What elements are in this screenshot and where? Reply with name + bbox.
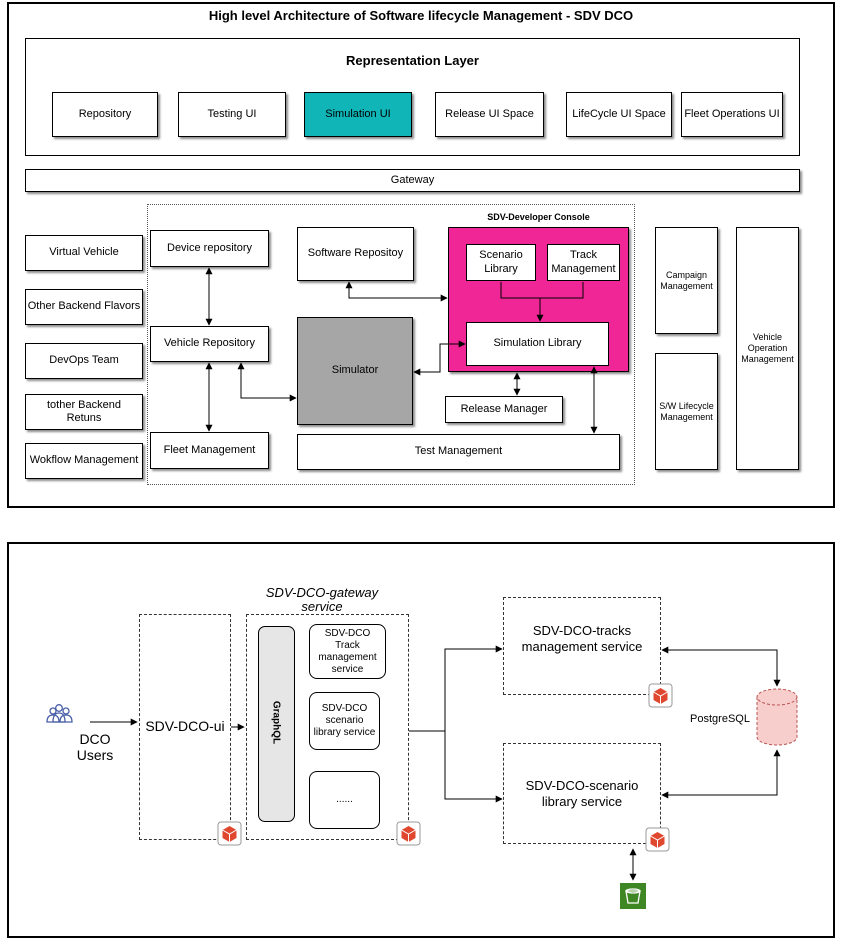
scenario-service-container xyxy=(503,743,661,844)
fleet-management-box: Fleet Management xyxy=(150,432,269,469)
lifecycle-ui-space-box: LifeCycle UI Space xyxy=(566,92,672,137)
simulation-ui-box: Simulation UI xyxy=(304,92,412,137)
gateway-scenario-arrow xyxy=(444,731,503,803)
software-console-arrow xyxy=(345,281,448,302)
simulator-simlib-arrow xyxy=(413,340,466,376)
bucket-icon xyxy=(620,883,646,909)
vehicle-simulator-arrow xyxy=(237,362,297,402)
track-management-box: Track Management xyxy=(547,244,620,281)
vehicle-repository-box: Vehicle Repository xyxy=(150,326,269,362)
sw-lifecycle-management-box: S/W Lifecycle Management xyxy=(655,353,718,470)
package-icon-gateway xyxy=(396,821,421,846)
package-icon-scenario xyxy=(645,827,670,852)
vehicle-operation-management-box: Vehicle Operation Management xyxy=(736,227,799,470)
scenario-db-arrow xyxy=(661,749,781,799)
package-icon-ui xyxy=(217,821,242,846)
test-management-box: Test Management xyxy=(297,434,620,470)
release-manager-box: Release Manager xyxy=(445,396,563,423)
release-ui-space-box: Release UI Space xyxy=(435,92,544,137)
postgresql-label: PostgreSQL xyxy=(690,713,750,725)
gateway-service-label: SDV-DCO-gateway service xyxy=(265,585,379,615)
scenario-library-box: Scenario Library xyxy=(466,244,536,281)
dco-ui-container xyxy=(139,614,231,840)
tracks-service-container xyxy=(503,597,661,695)
repository-ui-box: Repository xyxy=(52,92,158,137)
campaign-management-box: Campaign Management xyxy=(655,227,718,334)
package-icon-tracks xyxy=(648,683,673,708)
track-service-card: SDV-DCO Track management service xyxy=(309,624,386,679)
simulator-box: Simulator xyxy=(297,317,413,425)
scenario-service-card: SDV-DCO scenario library service xyxy=(309,692,380,750)
virtual-vehicle-box: Virtual Vehicle xyxy=(25,235,143,271)
architecture-title: High level Architecture of Software life… xyxy=(208,8,634,23)
dco-ui-label: SDV-DCO-ui xyxy=(145,718,225,734)
gateway-bar: Gateway xyxy=(25,169,800,192)
developer-console-title: SDV-Developer Console xyxy=(487,212,590,222)
scenario-track-merge xyxy=(500,282,584,299)
fleet-operations-ui-box: Fleet Operations UI xyxy=(681,92,783,137)
tracks-service-label: SDV-DCO-tracks management service xyxy=(521,623,643,654)
devops-team-box: DevOps Team xyxy=(25,343,143,379)
gateway-tracks-arrow xyxy=(444,645,503,731)
dco-users-label: DCO Users xyxy=(76,731,114,764)
software-repository-box: Software Repositoy xyxy=(297,227,414,281)
database-icon xyxy=(756,688,798,746)
other-backend-flavors-box: Other Backend Flavors xyxy=(25,289,143,325)
device-repository-box: Device repository xyxy=(150,230,269,267)
testing-ui-box: Testing UI xyxy=(178,92,286,137)
simulation-library-box: Simulation Library xyxy=(466,322,609,366)
core-services-group xyxy=(147,204,635,485)
workflow-management-box: Wokflow Management xyxy=(25,443,143,479)
graphql-box xyxy=(258,626,295,822)
tracks-db-arrow xyxy=(661,646,781,687)
representation-layer-title: Representation Layer xyxy=(346,53,479,68)
more-services-card: ...... xyxy=(309,771,380,829)
scenario-service-label: SDV-DCO-scenario library service xyxy=(525,778,639,809)
other-backend-returns-box: tother Backend Retuns xyxy=(25,394,143,430)
